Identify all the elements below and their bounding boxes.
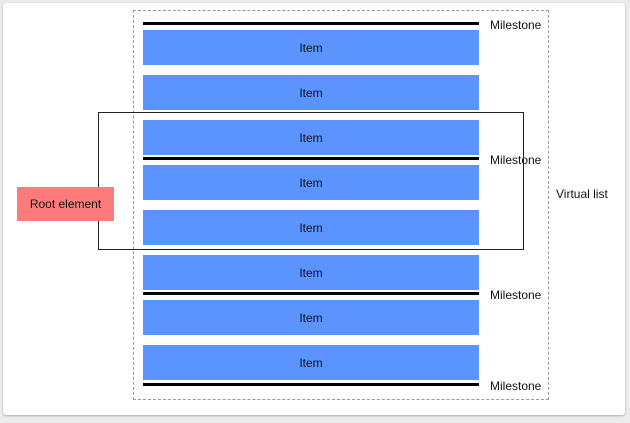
milestone-line — [143, 157, 479, 160]
list-item: Item — [143, 120, 479, 155]
list-item: Item — [143, 300, 479, 335]
milestone-line — [143, 383, 479, 386]
list-item: Item — [143, 345, 479, 380]
milestone-label: Milestone — [490, 153, 542, 167]
virtual-list-boundary — [133, 10, 549, 400]
milestone-label: Milestone — [490, 18, 542, 32]
milestone-line — [143, 22, 479, 25]
root-element-viewport — [98, 112, 524, 250]
list-item: Item — [143, 210, 479, 245]
list-item: Item — [143, 255, 479, 290]
list-item: Item — [143, 165, 479, 200]
milestone-label: Milestone — [490, 379, 542, 393]
list-item: Item — [143, 75, 479, 110]
list-item: Item — [143, 30, 479, 65]
milestone-label: Milestone — [490, 288, 542, 302]
milestone-line — [143, 292, 479, 295]
virtual-list-label: Virtual list — [556, 187, 608, 201]
root-element-label: Root element — [17, 187, 114, 221]
